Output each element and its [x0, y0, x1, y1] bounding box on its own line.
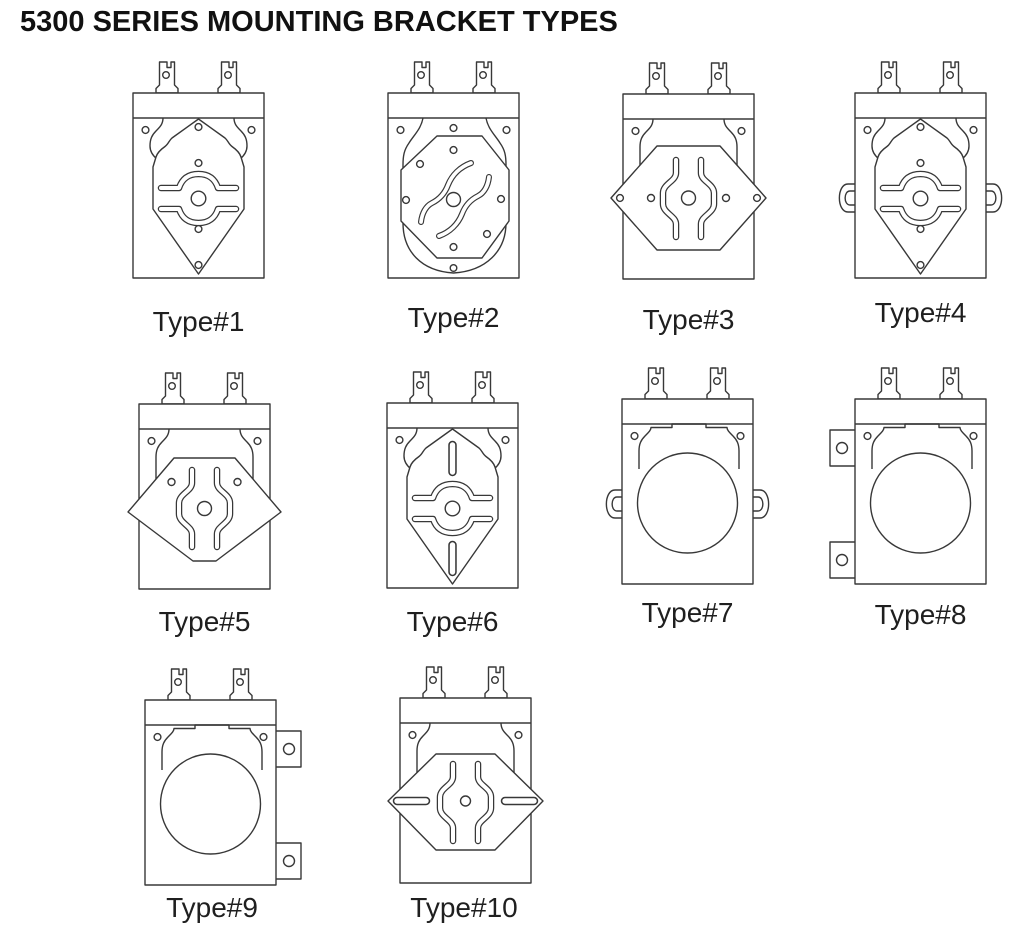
bracket-label-type1: Type#1 — [152, 306, 245, 337]
bracket-drawing-type6 — [387, 372, 518, 588]
bracket-drawing-type9 — [145, 669, 302, 885]
bracket-drawing-type3 — [610, 63, 767, 279]
bracket-label-type7: Type#7 — [641, 597, 734, 628]
page-title: 5300 SERIES MOUNTING BRACKET TYPES — [20, 6, 618, 38]
bracket-label-type6: Type#6 — [406, 606, 499, 637]
bracket-drawing-type4 — [838, 62, 1003, 278]
bracket-drawing-type7 — [605, 368, 770, 584]
bracket-drawing-type5 — [127, 373, 282, 589]
bracket-label-type5: Type#5 — [158, 606, 251, 637]
bracket-drawing-type10 — [387, 667, 544, 883]
bracket-label-type10: Type#10 — [410, 892, 518, 923]
bracket-label-type9: Type#9 — [166, 892, 258, 923]
bracket-drawing-type2 — [388, 62, 519, 278]
bracket-label-type3: Type#3 — [642, 304, 735, 335]
bracket-label-type4: Type#4 — [874, 297, 967, 328]
bracket-drawing-type1 — [133, 62, 264, 278]
bracket-label-type2: Type#2 — [407, 302, 500, 333]
bracket-label-type8: Type#8 — [874, 599, 967, 630]
bracket-drawing-type8 — [829, 368, 986, 584]
